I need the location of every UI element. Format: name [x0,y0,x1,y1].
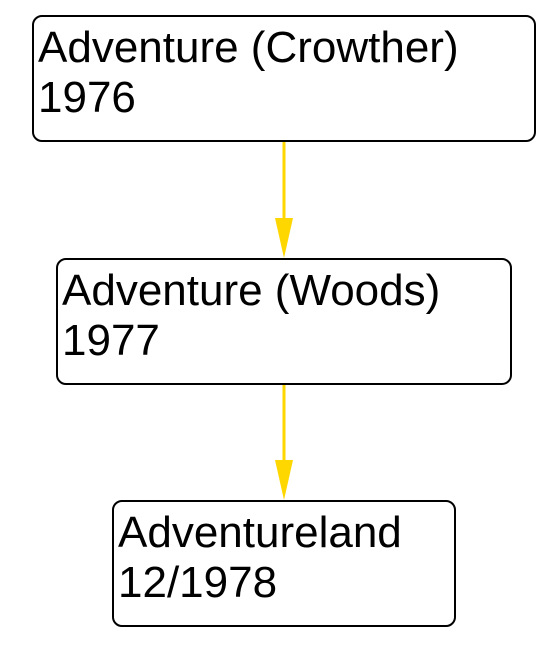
node-date: 1976 [38,73,136,122]
node-date: 12/1978 [118,558,278,607]
node-title: Adventureland [118,508,402,557]
edge-woods-to-adventureland [275,385,293,500]
edge-arrowhead [275,460,293,500]
node-title: Adventure (Crowther) [38,23,459,72]
node-adventure-woods: Adventure (Woods) 1977 [56,258,512,385]
edge-crowther-to-woods [275,142,293,258]
node-adventure-crowther: Adventure (Crowther) 1976 [32,15,536,142]
edge-arrowhead [275,218,293,258]
node-date: 1977 [62,316,160,365]
node-title: Adventure (Woods) [62,266,441,315]
node-adventureland: Adventureland 12/1978 [112,500,456,627]
